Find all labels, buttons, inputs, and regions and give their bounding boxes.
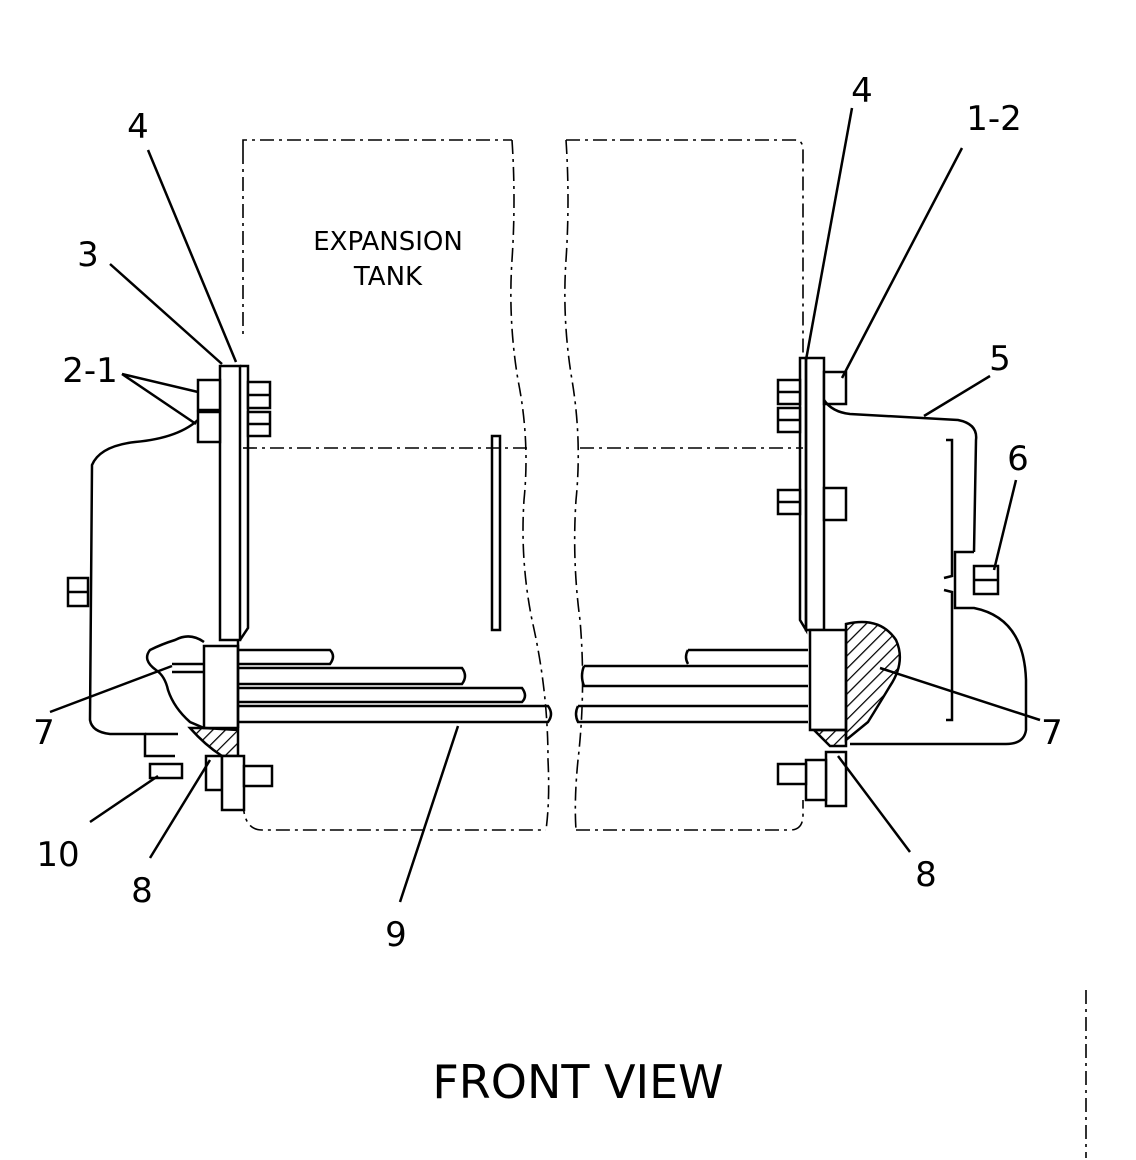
leader-right-5 [923, 374, 991, 418]
leader-left-4 [146, 149, 238, 363]
leader-left-10 [89, 774, 159, 824]
leader-right-7 [879, 666, 1041, 722]
callout-left-3: 3 [77, 235, 99, 275]
leader-left-3 [109, 263, 223, 365]
view-title: FRONT VIEW [432, 1055, 723, 1109]
leader-left-2-1b [121, 372, 197, 426]
leader-left-7 [49, 664, 173, 714]
leader-right-6 [992, 479, 1018, 571]
leader-lines [49, 107, 1041, 903]
callout-left-4: 4 [127, 107, 149, 147]
baffle-plate [490, 434, 502, 632]
right-bracket-assembly [776, 356, 1028, 808]
pipes [172, 648, 808, 724]
callout-9: 9 [385, 915, 407, 955]
leader-left-8 [148, 759, 212, 859]
callout-right-5: 5 [989, 339, 1011, 379]
callout-left-10: 10 [36, 835, 79, 875]
tank-label-line2: TANK [353, 262, 423, 292]
callout-left-7: 7 [33, 713, 55, 753]
leader-left-2-1 [121, 372, 199, 394]
callout-left-8: 8 [131, 871, 153, 911]
callout-left-2-1: 2-1 [62, 351, 118, 391]
callout-right-8: 8 [915, 855, 937, 895]
callout-right-4: 4 [851, 71, 873, 111]
left-bracket-assembly [66, 364, 274, 812]
callout-right-6: 6 [1007, 439, 1029, 479]
leader-right-4 [804, 107, 854, 361]
leader-right-1-2 [840, 147, 964, 379]
leader-right-8 [837, 755, 911, 853]
tank-label-line1: EXPANSION [313, 227, 463, 257]
callout-right-1-2: 1-2 [966, 99, 1022, 139]
leader-9 [398, 725, 460, 903]
callout-right-7: 7 [1041, 713, 1063, 753]
